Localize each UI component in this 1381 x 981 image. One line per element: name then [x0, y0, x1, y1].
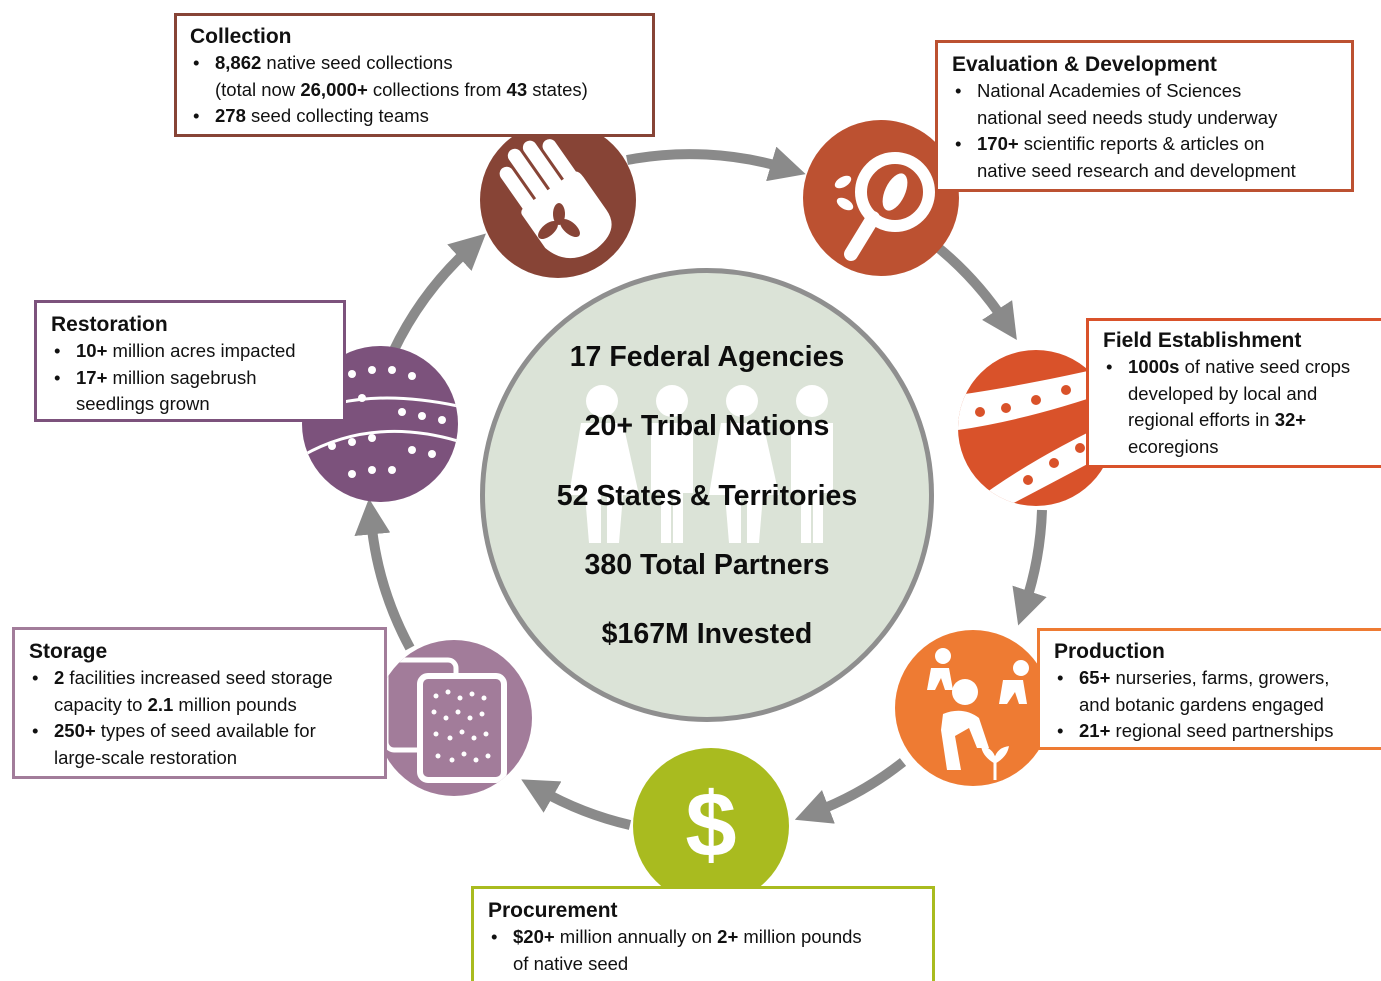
- production-box: Production 65+ nurseries, farms, growers…: [1037, 628, 1381, 750]
- hand-seed-icon: [480, 122, 636, 278]
- arrow-collection-to-evaluation: [626, 146, 806, 182]
- arrow-storage-to-restoration: [354, 498, 415, 651]
- collection-bullet-2: 278 seed collecting teams: [190, 103, 640, 130]
- production-bullet-1: 65+ nurseries, farms, growers,and botani…: [1054, 665, 1381, 718]
- stat-tribal-nations: 20+ Tribal Nations: [584, 410, 830, 442]
- evaluation-title: Evaluation & Development: [952, 53, 1217, 76]
- arrow-restoration-to-collection: [388, 233, 486, 355]
- cycle-arrows: [354, 146, 1047, 830]
- evaluation-box: Evaluation & Development National Academ…: [935, 40, 1354, 192]
- arrow-field-to-production: [1012, 509, 1047, 626]
- production-bullet-2: 21+ regional seed partnerships: [1054, 718, 1381, 745]
- storage-bullet-2: 250+ types of seed available forlarge-sc…: [29, 718, 384, 771]
- field-establishment-box: Field Establishment 1000s of native seed…: [1086, 318, 1381, 468]
- storage-bullet-1: 2 facilities increased seed storagecapac…: [29, 665, 384, 718]
- magnifier-leaf-icon: [803, 120, 959, 276]
- procurement-box: Procurement $20+ million annually on 2+ …: [471, 886, 935, 981]
- dollar-icon: $: [633, 748, 789, 904]
- stat-agencies: 17 Federal Agencies: [569, 341, 845, 373]
- stat-partners: 380 Total Partners: [584, 549, 830, 581]
- gardeners-icon: [895, 630, 1051, 786]
- storage-box: Storage 2 facilities increased seed stor…: [12, 627, 387, 779]
- field-establishment-title: Field Establishment: [1103, 329, 1302, 352]
- people-icon: [569, 385, 833, 543]
- procurement-title: Procurement: [488, 899, 618, 922]
- storage-title: Storage: [29, 640, 108, 663]
- stat-invested: $167M Invested: [601, 618, 813, 650]
- center-summary: 17 Federal Agencies 20+ Tribal Nations 5…: [480, 268, 934, 722]
- collection-bullet-1: 8,862 native seed collections(total now …: [190, 50, 640, 103]
- restoration-bullet-1: 10+ million acres impacted: [51, 338, 343, 365]
- restoration-box: Restoration 10+ million acres impacted 1…: [34, 300, 346, 422]
- seed-bags-icon: [376, 640, 532, 796]
- procurement-bullet-1: $20+ million annually on 2+ million poun…: [488, 924, 932, 977]
- restoration-title: Restoration: [51, 313, 168, 336]
- collection-box: Collection 8,862 native seed collections…: [174, 13, 655, 137]
- dollar-symbol: $: [685, 774, 736, 876]
- evaluation-bullet-2: 170+ scientific reports & articles onnat…: [952, 131, 1341, 184]
- arrow-evaluation-to-field: [931, 241, 1017, 341]
- arrow-procurement-to-storage: [521, 779, 632, 830]
- production-title: Production: [1054, 640, 1165, 663]
- stat-states: 52 States & Territories: [556, 480, 858, 512]
- arrow-production-to-procurement: [794, 758, 907, 824]
- collection-title: Collection: [190, 25, 292, 48]
